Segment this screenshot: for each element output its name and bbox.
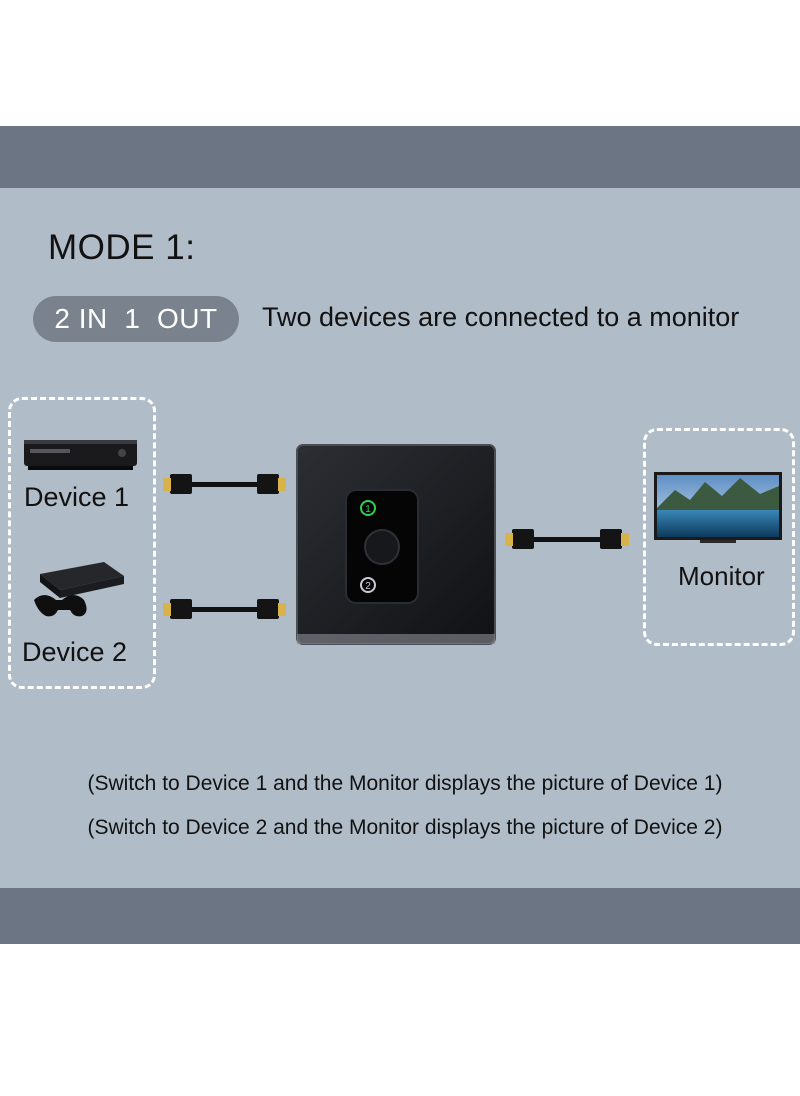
port-2-marker: 2 [365, 581, 371, 592]
monitor-icon [654, 472, 782, 543]
bottom-band [0, 888, 800, 944]
device-2-label: Device 2 [22, 637, 128, 667]
hdmi-cable-output [505, 529, 629, 549]
hdmi-cable-input-2 [163, 599, 286, 619]
game-console-icon [34, 562, 124, 617]
port-2-indicator-icon [360, 577, 376, 593]
selector-button[interactable] [364, 529, 400, 565]
device-1-label: Device 1 [24, 482, 130, 512]
input-devices-box [8, 397, 156, 689]
top-band [0, 126, 800, 188]
note-device-1: (Switch to Device 1 and the Monitor disp… [87, 772, 723, 795]
hdmi-cable-input-1 [163, 474, 286, 494]
mode-description: Two devices are connected to a monitor [262, 302, 740, 332]
port-1-marker: 1 [365, 504, 371, 515]
note-device-2: (Switch to Device 2 and the Monitor disp… [87, 816, 723, 839]
port-1-indicator-icon [360, 500, 376, 516]
bluray-player-icon [24, 440, 137, 470]
mode-badge: 2 IN 1 OUT [33, 296, 239, 342]
monitor-box [643, 428, 795, 646]
monitor-label: Monitor [678, 561, 765, 591]
mode-title: MODE 1: [48, 228, 196, 267]
